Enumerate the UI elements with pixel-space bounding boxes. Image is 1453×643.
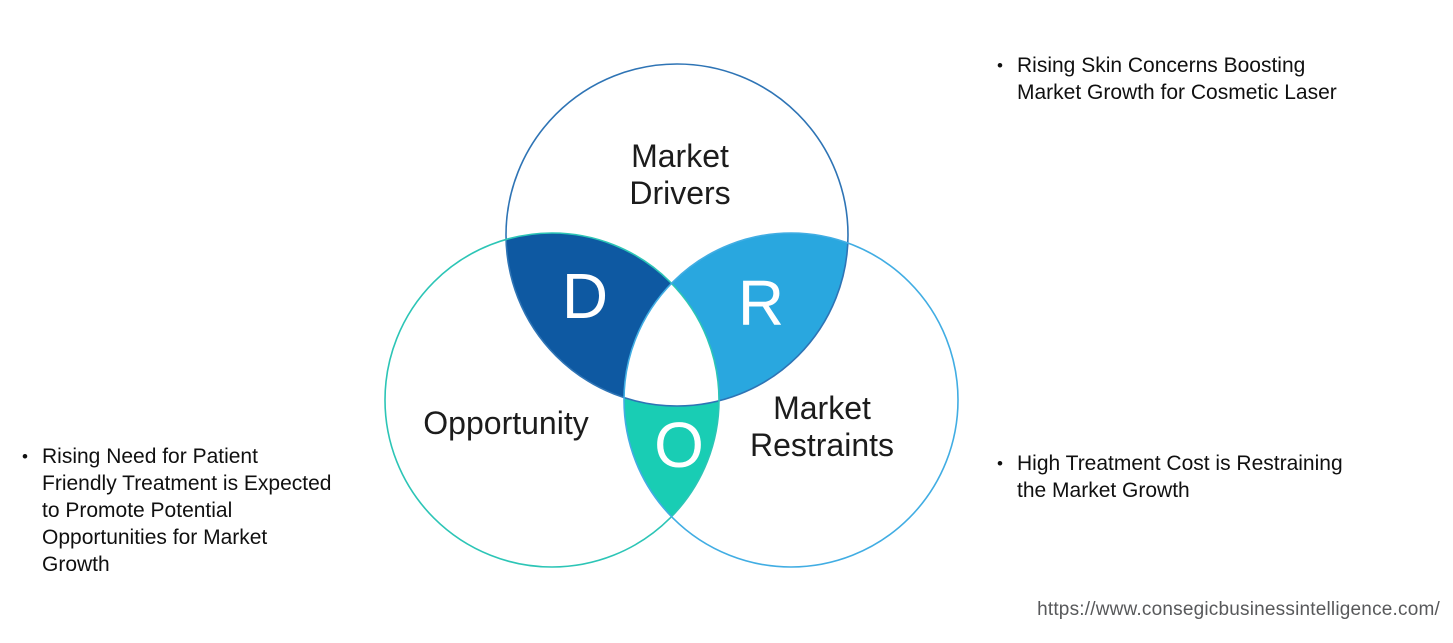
drivers-label-line2: Drivers bbox=[629, 175, 730, 211]
restraints-label-line1: Market bbox=[773, 390, 871, 426]
opportunity-annotation-text: Rising Need for Patient Friendly Treatme… bbox=[42, 445, 332, 576]
restraints-annotation-text: High Treatment Cost is Restraining the M… bbox=[1017, 452, 1343, 502]
letter-d: D bbox=[562, 260, 608, 332]
drivers-annotation: • Rising Skin Concerns Boosting Market G… bbox=[997, 52, 1397, 106]
opportunity-circle bbox=[384, 232, 720, 568]
restraints-circle bbox=[623, 232, 959, 568]
drivers-annotation-text: Rising Skin Concerns Boosting Market Gro… bbox=[1017, 54, 1337, 104]
restraints-annotation: • High Treatment Cost is Restraining the… bbox=[997, 450, 1397, 504]
bullet-icon: • bbox=[22, 447, 28, 466]
drivers-label-line1: Market bbox=[631, 138, 729, 174]
letter-o: O bbox=[654, 409, 704, 481]
drivers-circle bbox=[505, 63, 849, 407]
bullet-icon: • bbox=[997, 56, 1003, 75]
bullet-icon: • bbox=[997, 454, 1003, 473]
opportunity-label: Opportunity bbox=[423, 405, 588, 441]
letter-r: R bbox=[738, 267, 784, 339]
opportunity-annotation: • Rising Need for Patient Friendly Treat… bbox=[22, 443, 392, 578]
source-url: https://www.consegicbusinessintelligence… bbox=[1037, 599, 1440, 620]
restraints-label-line2: Restraints bbox=[750, 427, 894, 463]
